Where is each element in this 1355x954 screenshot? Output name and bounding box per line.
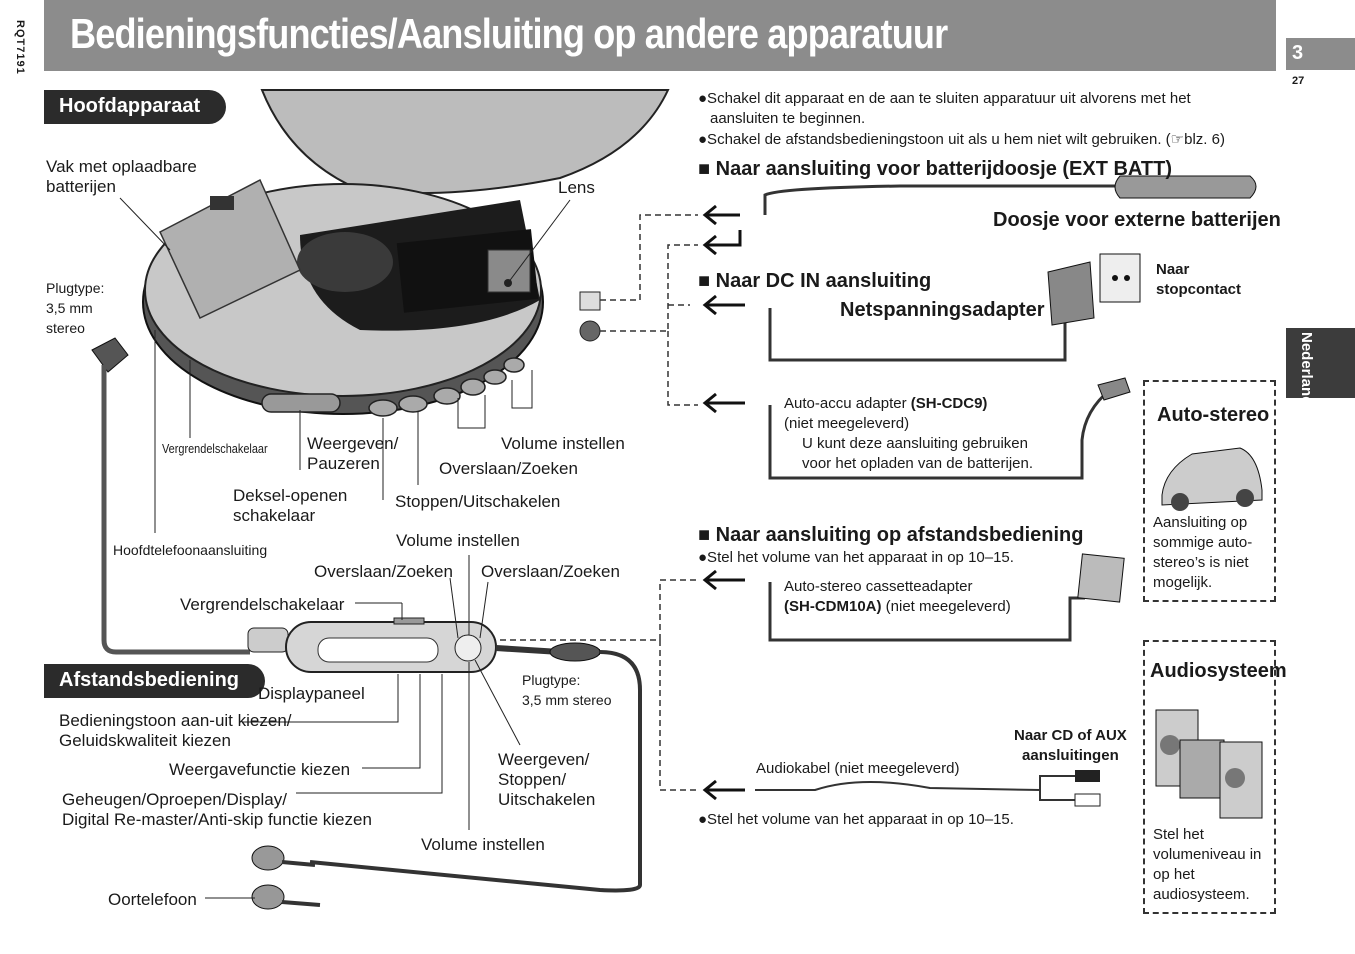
cassette-adapter — [1077, 553, 1125, 603]
earphone-left — [251, 845, 285, 871]
remote-play-stop-label: Weergeven/ Stoppen/ Uitschakelen — [498, 750, 596, 809]
memory-label: Geheugen/Oproepen/Display/ Digital Re-ma… — [62, 790, 372, 829]
audio-system-title: Audiosysteem — [1150, 660, 1287, 682]
player-lid — [260, 89, 670, 195]
remote-hold-switch — [393, 617, 425, 625]
connection-note-1: ●Schakel dit apparaat en de aan te sluit… — [698, 90, 1191, 127]
car-illustration — [1161, 447, 1263, 506]
audio-system-box — [1143, 640, 1276, 914]
display-panel-label: Displaypaneel — [258, 684, 365, 703]
ext-battery-box-label: Doosje voor externe batterijen — [993, 209, 1281, 231]
language-tab: Nederlands — [1286, 328, 1355, 414]
earphone-right — [251, 884, 285, 910]
remote-hold-switch-label: Vergrendelschakelaar — [180, 595, 345, 614]
cassette-cable — [768, 582, 1085, 642]
page-number: 27 — [1292, 75, 1305, 87]
ext-batt-cable — [763, 184, 1120, 215]
audio-cable — [755, 775, 1075, 792]
remote-leaders — [205, 555, 521, 899]
dashed-routes — [490, 214, 698, 791]
ext-batt-heading: ■ Naar aansluiting voor batterijdoosje (… — [698, 158, 1172, 180]
page-title: Bedieningsfuncties/Aansluiting op andere… — [70, 10, 948, 57]
cassette-adapter-text: Auto-stereo cassetteadapter (SH-CDM10A) … — [784, 578, 1011, 615]
battery-latch — [210, 196, 234, 210]
remote-jack-heading: ■ Naar aansluiting op afstandsbediening — [698, 524, 1084, 546]
ac-adapter — [1047, 261, 1095, 326]
lid-open-switch — [261, 393, 341, 413]
audio-cable-label: Audiokabel (niet meegeleverd) — [756, 760, 960, 777]
remote-plug-type-label: Plugtype: 3,5 mm stereo — [522, 672, 612, 708]
headphone-jack-label: Hoofdtelefoonaansluiting — [113, 542, 268, 558]
car-adapter-text: Auto-accu adapter (SH-CDC9) (niet meegel… — [784, 395, 1033, 472]
remote-heading: Afstandsbediening — [44, 664, 266, 698]
dc-in-socket — [579, 320, 601, 342]
ext-batt-socket — [579, 291, 601, 311]
stereo-unit — [1179, 739, 1225, 799]
connection-note-2: ●Schakel de afstandsbedieningstoon uit a… — [698, 131, 1225, 148]
section-number: 3 — [1286, 38, 1355, 70]
dc-cable — [768, 308, 1067, 362]
remote-cable — [101, 365, 250, 655]
car-stereo-text: Aansluiting op sommige auto- stereo’s is… — [1153, 514, 1253, 591]
language-tab-label: Nederlands — [1298, 332, 1315, 414]
remote-dial — [454, 634, 482, 662]
remote-display — [317, 637, 439, 663]
audio-system-text: Stel het volumeniveau in op het audiosys… — [1153, 826, 1262, 903]
battery-compartment-label: Vak met oplaadbare batterijen — [46, 157, 197, 196]
remote-jack-note: ●Stel het volume van het apparaat in op … — [698, 549, 1014, 566]
main-stop-label: Stoppen/Uitschakelen — [395, 492, 561, 511]
lens-label: Lens — [558, 178, 595, 197]
outlet-label: Naar stopcontact — [1156, 261, 1242, 298]
play-mode-label: Weergavefunctie kiezen — [169, 760, 351, 779]
main-volume-label: Volume instellen — [501, 434, 625, 453]
model-code: RQT7191 — [14, 20, 26, 75]
headphone-plug — [91, 337, 129, 373]
player-spindle — [297, 232, 393, 292]
beep-quality-label: Bedieningstoon aan-uit kiezen/ Geluidskw… — [59, 711, 292, 750]
car-adapter-plug — [1097, 377, 1131, 401]
front-buttons — [368, 357, 525, 417]
car-stereo-title: Auto-stereo — [1157, 404, 1270, 426]
rca-plug-2 — [1074, 793, 1101, 807]
audio-cable-note: ●Stel het volume van het apparaat in op … — [698, 811, 1014, 828]
remote-volume-bottom-label: Volume instellen — [421, 835, 545, 854]
main-plug-type-label: Plugtype: 3,5 mm stereo — [46, 280, 105, 336]
audio-target-label: Naar CD of AUX aansluitingen — [1014, 727, 1127, 764]
arrows — [702, 204, 745, 801]
wall-outlet — [1099, 253, 1141, 303]
main-play-pause-label: Weergeven/ Pauzeren — [307, 434, 399, 473]
remote-volume-top-label: Volume instellen — [396, 531, 520, 550]
remote-skip-right-label: Overslaan/Zoeken — [481, 562, 620, 581]
header-bar — [44, 0, 1276, 71]
earphone-cable — [309, 650, 642, 893]
dc-in-heading: ■ Naar DC IN aansluiting — [698, 270, 932, 292]
car-stereo-box — [1143, 380, 1276, 602]
earphones-label: Oortelefoon — [108, 890, 197, 909]
lid-open-label: Deksel-openen schakelaar — [233, 486, 348, 525]
main-hold-switch-label: Vergrendelschakelaar — [162, 441, 268, 456]
main-unit-leaders — [119, 197, 571, 533]
remote-skip-left-label: Overslaan/Zoeken — [314, 562, 453, 581]
ext-battery-box — [1114, 175, 1257, 199]
main-skip-label: Overslaan/Zoeken — [439, 459, 578, 478]
ac-adapter-label: Netspanningsadapter — [840, 299, 1045, 321]
rca-plug-1 — [1075, 770, 1100, 782]
main-unit-heading: Hoofdapparaat — [44, 90, 227, 124]
